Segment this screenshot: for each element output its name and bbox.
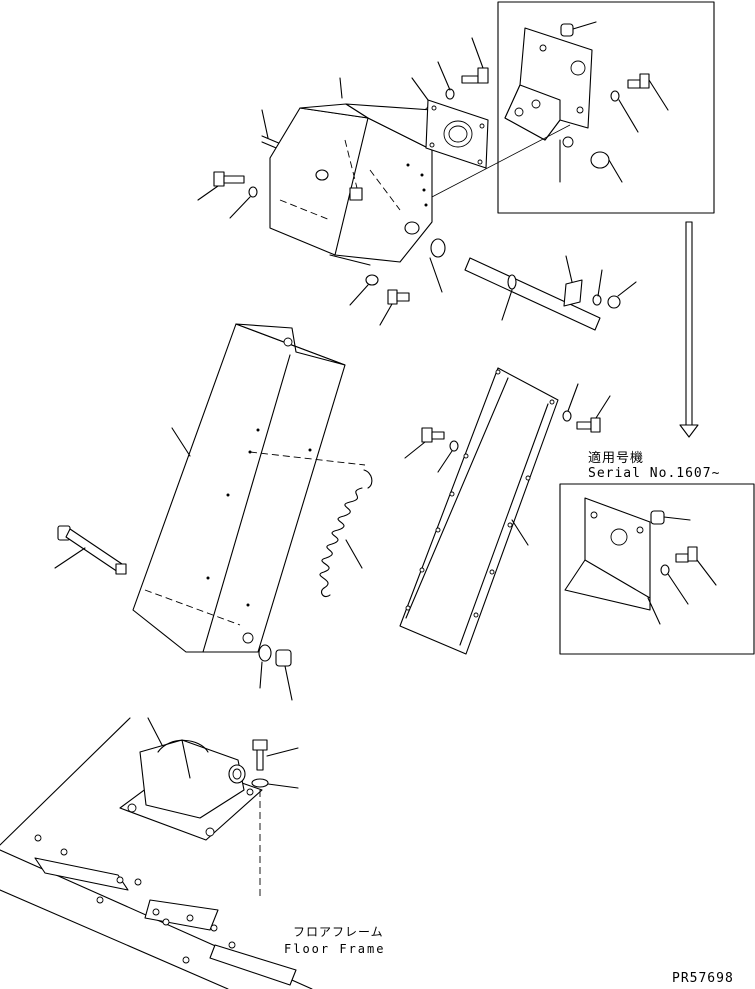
washer-part <box>251 778 299 789</box>
washer-part <box>562 383 579 422</box>
floor-frame-en-label: Floor Frame <box>284 942 386 956</box>
washer-part <box>229 186 258 219</box>
column-cover <box>132 323 366 653</box>
spacer-part <box>590 151 623 183</box>
detail-box-original <box>497 1 715 214</box>
nut-part <box>560 21 597 37</box>
down-arrow-icon <box>679 221 699 438</box>
base-bracket <box>119 717 263 841</box>
floor-frame <box>0 717 313 989</box>
bolt-part <box>627 73 669 111</box>
washer-part <box>437 440 459 473</box>
control-box-assembly <box>197 37 637 331</box>
spring-part <box>319 469 373 598</box>
washer-part <box>610 90 639 133</box>
bolt-part <box>197 171 245 201</box>
nut-part <box>275 649 293 701</box>
washer-part <box>258 644 272 689</box>
floor-frame-jp-label: フロアフレーム <box>293 925 384 939</box>
bolt-part <box>675 546 717 586</box>
shaft-part <box>429 238 637 331</box>
bolt-part <box>252 739 299 771</box>
bolt-part <box>379 289 410 326</box>
long-bolt-part <box>54 525 127 575</box>
bolt-part <box>461 37 489 84</box>
side-panel <box>399 367 559 655</box>
bolt-part <box>404 427 445 459</box>
detail-box-serial <box>559 483 755 655</box>
washer-part <box>349 274 379 306</box>
nut-part <box>650 510 691 525</box>
serial-number-label: Serial No.1607~ <box>588 466 721 481</box>
drawing-number: PR57698 <box>672 971 734 986</box>
washer-part <box>660 564 689 605</box>
applicable-models-label: 適用号機 <box>588 451 645 466</box>
bolt-part <box>576 395 611 433</box>
washer-part <box>437 61 455 100</box>
